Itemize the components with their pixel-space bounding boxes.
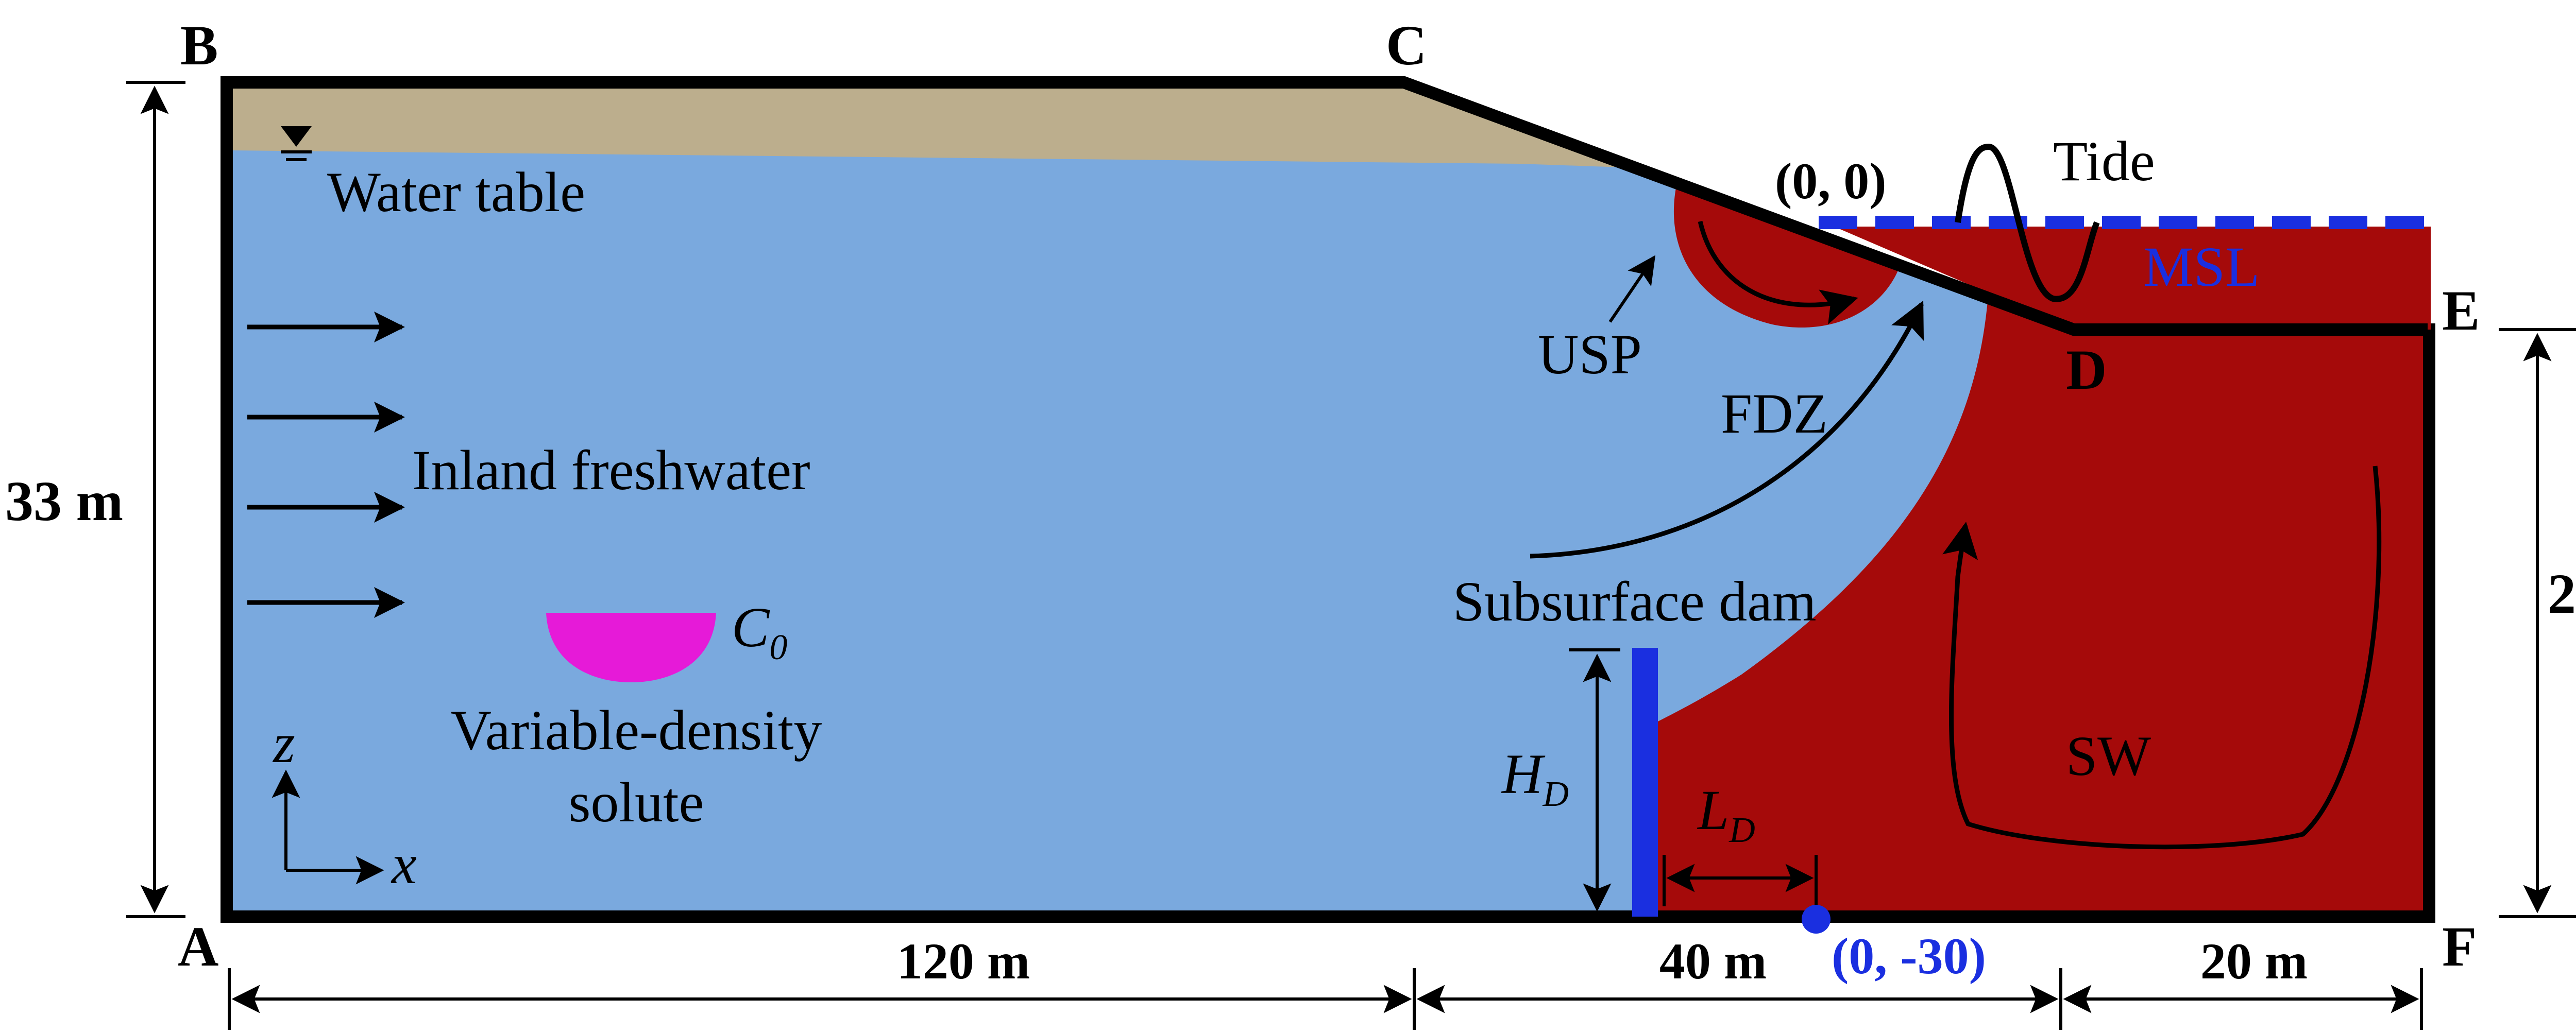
dam-distance-dimension [1663, 855, 1818, 906]
point-D: D [2066, 338, 2107, 401]
fdz-flow-arrow [1530, 300, 1924, 559]
dam-distance-label: LD [1697, 779, 1755, 850]
sw-label: SW [2066, 725, 2151, 787]
solute-label: solute [569, 771, 704, 834]
width-120-label: 120 m [897, 933, 1030, 990]
sea-surface-zone [1834, 227, 2429, 330]
water-table-label: Water table [327, 161, 585, 223]
width-40-label: 40 m [1659, 933, 1767, 990]
axis-x-label: x [391, 833, 417, 896]
subsurface-dam-label: Subsurface dam [1453, 570, 1817, 633]
axis-z-label: z [272, 712, 295, 774]
unsaturated-zone [229, 85, 1623, 167]
water-table-icon [281, 126, 312, 161]
tide-wave [1955, 143, 2100, 302]
tide-label: Tide [2053, 130, 2155, 193]
point-B: B [180, 14, 218, 77]
axes-icon [272, 769, 384, 885]
dam-height-dimension [1569, 648, 1620, 917]
height-right-label: 27m [2548, 562, 2576, 625]
dam-height-label: HD [1501, 743, 1569, 814]
usp-label: USP [1538, 323, 1642, 386]
variable-density-label: Variable-density [451, 699, 822, 762]
height-left-label: 33 m [5, 470, 123, 532]
msl-label: MSL [2143, 235, 2260, 298]
sw-circulation-arrow [1942, 466, 2382, 850]
point-A: A [178, 915, 218, 978]
point-F: F [2442, 915, 2477, 978]
usp-pointer-arrow [1608, 255, 1656, 323]
inflow-arrows [247, 312, 405, 618]
subsurface-dam [1632, 648, 1658, 917]
solute-source-label: C0 [732, 596, 787, 667]
point-C: C [1386, 14, 1427, 77]
inland-freshwater-label: Inland freshwater [412, 439, 810, 502]
width-20-label: 20 m [2200, 933, 2308, 990]
seawater-wedge [1649, 227, 2429, 917]
dam-reference-point [1802, 905, 1831, 934]
bottom-width-dimensions [228, 968, 2423, 1030]
solute-source [546, 613, 716, 682]
point-E: E [2442, 279, 2480, 342]
origin-label: (0, 0) [1775, 152, 1887, 210]
left-height-dimension [126, 81, 185, 918]
right-height-dimension [2499, 328, 2576, 918]
usp-circulation-arrow [1698, 220, 1858, 325]
dam-point-label: (0, -30) [1832, 927, 1986, 985]
fdz-label: FDZ [1721, 382, 1828, 445]
